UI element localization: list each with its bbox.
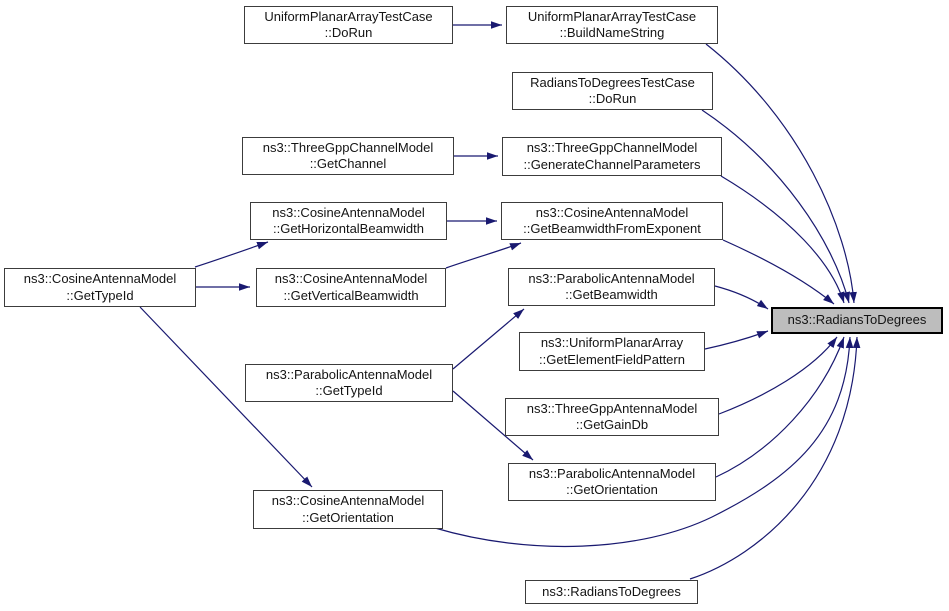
node-pam-getorientation[interactable]: ns3::ParabolicAntennaModel ::GetOrientat… xyxy=(508,463,716,501)
call-edge-cam-gettypeid-to-cam-gethorizontalbeamwidth xyxy=(194,241,269,268)
node-cam-gethorizontalbeamwidth[interactable]: ns3::CosineAntennaModel ::GetHorizontalB… xyxy=(250,202,447,240)
node-pam-gettypeid[interactable]: ns3::ParabolicAntennaModel ::GetTypeId xyxy=(245,364,453,402)
call-edge-upa-buildnamestring-to-r2d xyxy=(705,43,857,304)
node-cam-gettypeid[interactable]: ns3::CosineAntennaModel ::GetTypeId xyxy=(4,268,196,307)
call-edge-r2d-testcase-dorun-to-r2d xyxy=(701,109,850,304)
call-edge-cam-getbeamwidthfromexponent-to-r2d xyxy=(722,239,835,305)
call-edge-pam-getorientation-to-r2d xyxy=(715,336,845,478)
node-pam-getbeamwidth[interactable]: ns3::ParabolicAntennaModel ::GetBeamwidt… xyxy=(508,268,715,306)
node-tgcm-getchannel[interactable]: ns3::ThreeGppChannelModel ::GetChannel xyxy=(242,137,454,175)
node-cam-getverticalbeamwidth[interactable]: ns3::CosineAntennaModel ::GetVerticalBea… xyxy=(256,268,446,307)
node-tgam-getgaindb[interactable]: ns3::ThreeGppAntennaModel ::GetGainDb xyxy=(505,398,719,436)
node-r2d-testcase-dorun[interactable]: RadiansToDegreesTestCase ::DoRun xyxy=(512,72,713,110)
node-cam-getorientation[interactable]: ns3::CosineAntennaModel ::GetOrientation xyxy=(253,490,443,529)
call-edge-tgam-getgaindb-to-r2d xyxy=(718,336,838,415)
call-edge-tgcm-generatechannelparameters-to-r2d xyxy=(720,175,845,304)
node-tgcm-generatechannelparameters[interactable]: ns3::ThreeGppChannelModel ::GenerateChan… xyxy=(502,137,722,176)
call-edge-pam-gettypeid-to-pam-getbeamwidth xyxy=(452,308,525,370)
node-upa-dorun[interactable]: UniformPlanarArrayTestCase ::DoRun xyxy=(244,6,453,44)
node-upa-getelementfieldpattern[interactable]: ns3::UniformPlanarArray ::GetElementFiel… xyxy=(519,332,705,371)
node-r2d: ns3::RadiansToDegrees xyxy=(771,307,943,334)
call-edge-r2d-overload-to-r2d xyxy=(689,336,861,580)
node-r2d-overload[interactable]: ns3::RadiansToDegrees xyxy=(525,580,698,604)
call-edge-cam-getorientation-to-r2d xyxy=(434,336,854,548)
call-edge-cam-gettypeid-to-cam-getorientation xyxy=(139,306,313,488)
call-edge-pam-getbeamwidth-to-r2d xyxy=(714,285,769,310)
call-edge-pam-gettypeid-to-pam-getorientation xyxy=(452,390,534,461)
node-upa-buildnamestring[interactable]: UniformPlanarArrayTestCase ::BuildNameSt… xyxy=(506,6,718,44)
node-cam-getbeamwidthfromexponent[interactable]: ns3::CosineAntennaModel ::GetBeamwidthFr… xyxy=(501,202,723,240)
call-edge-upa-getelementfieldpattern-to-r2d xyxy=(704,330,769,350)
call-edge-cam-getverticalbeamwidth-to-cam-getbeamwidthfromexponent xyxy=(445,242,522,269)
